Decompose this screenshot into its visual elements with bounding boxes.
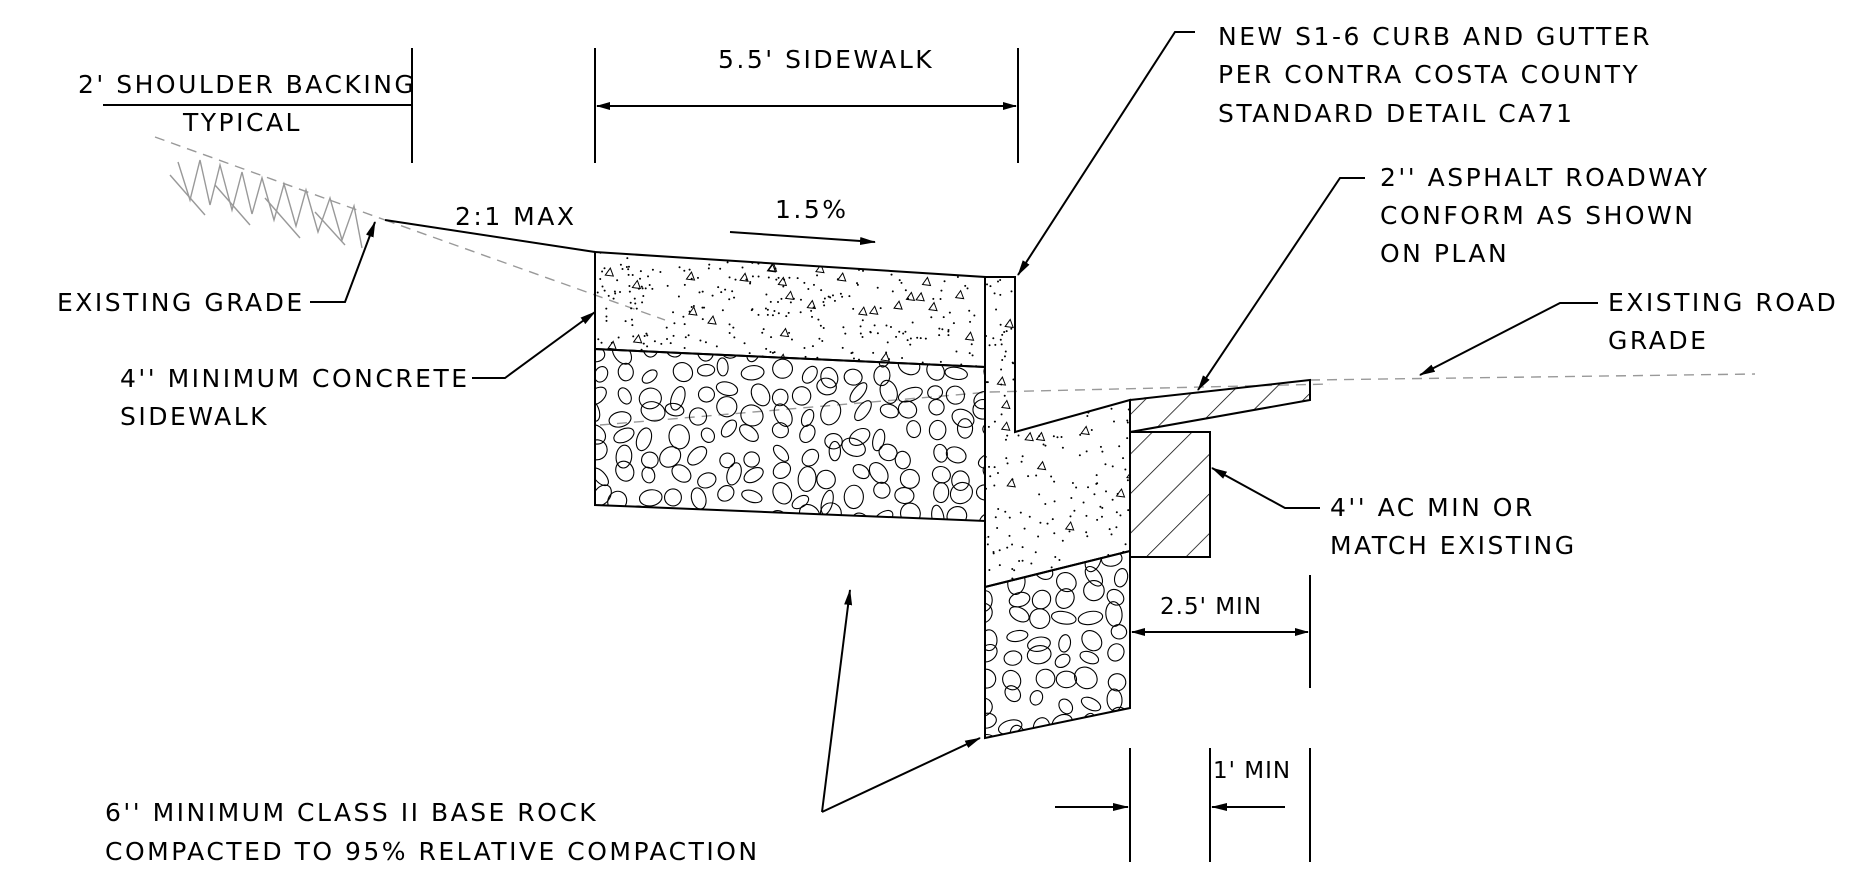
- asphalt-label-2: CONFORM AS SHOWN: [1380, 201, 1695, 230]
- base-rock-curb: [984, 549, 1131, 740]
- ac-label-2: MATCH EXISTING: [1330, 531, 1577, 560]
- earth-hatch: [169, 159, 363, 249]
- asphalt-label-3: ON PLAN: [1380, 239, 1509, 268]
- min-2-5-dimension: [1131, 575, 1311, 688]
- curb-and-gutter: [984, 276, 1131, 589]
- sidewalk-width-dimension: [594, 48, 1019, 163]
- min-1-dimension: [1055, 748, 1311, 862]
- curb-gutter-label-3: STANDARD DETAIL CA71: [1218, 99, 1575, 128]
- existing-grade-line: [154, 136, 1756, 426]
- ac-section: [1129, 431, 1211, 558]
- base-rock-label-2: COMPACTED TO 95% RELATIVE COMPACTION: [105, 837, 760, 866]
- slope-max-label: 2:1 MAX: [455, 202, 576, 231]
- sidewalk-width-label: 5.5' SIDEWALK: [718, 45, 934, 74]
- typical-label: TYPICAL: [182, 108, 302, 137]
- shoulder-backing-label: 2' SHOULDER BACKING: [78, 70, 416, 99]
- ac-label-1: 4'' AC MIN OR: [1330, 493, 1535, 522]
- base-rock-sidewalk: [594, 347, 986, 523]
- existing-road-label-2: GRADE: [1608, 326, 1708, 355]
- curb-gutter-label-1: NEW S1-6 CURB AND GUTTER: [1218, 22, 1652, 51]
- existing-grade-label: EXISTING GRADE: [57, 288, 305, 317]
- leader-lines: [310, 31, 1598, 813]
- min-2-5-label: 2.5' MIN: [1160, 594, 1262, 620]
- existing-road-label-1: EXISTING ROAD: [1608, 288, 1838, 317]
- curb-gutter-label-2: PER CONTRA COSTA COUNTY: [1218, 60, 1640, 89]
- concrete-sidewalk: [594, 250, 986, 369]
- asphalt-label-1: 2'' ASPHALT ROADWAY: [1380, 163, 1710, 192]
- concrete-label-1: 4'' MINIMUM CONCRETE: [120, 364, 470, 393]
- cross-slope-arrow: [729, 231, 876, 245]
- shoulder-backing-dimension: [103, 48, 413, 163]
- cross-slope-label: 1.5%: [775, 195, 849, 224]
- min-1-label: 1' MIN: [1213, 758, 1291, 784]
- slope-line: [384, 219, 596, 253]
- asphalt-roadway: [1129, 378, 1311, 434]
- base-rock-label-1: 6'' MINIMUM CLASS II BASE ROCK: [105, 798, 598, 827]
- concrete-label-2: SIDEWALK: [120, 402, 269, 431]
